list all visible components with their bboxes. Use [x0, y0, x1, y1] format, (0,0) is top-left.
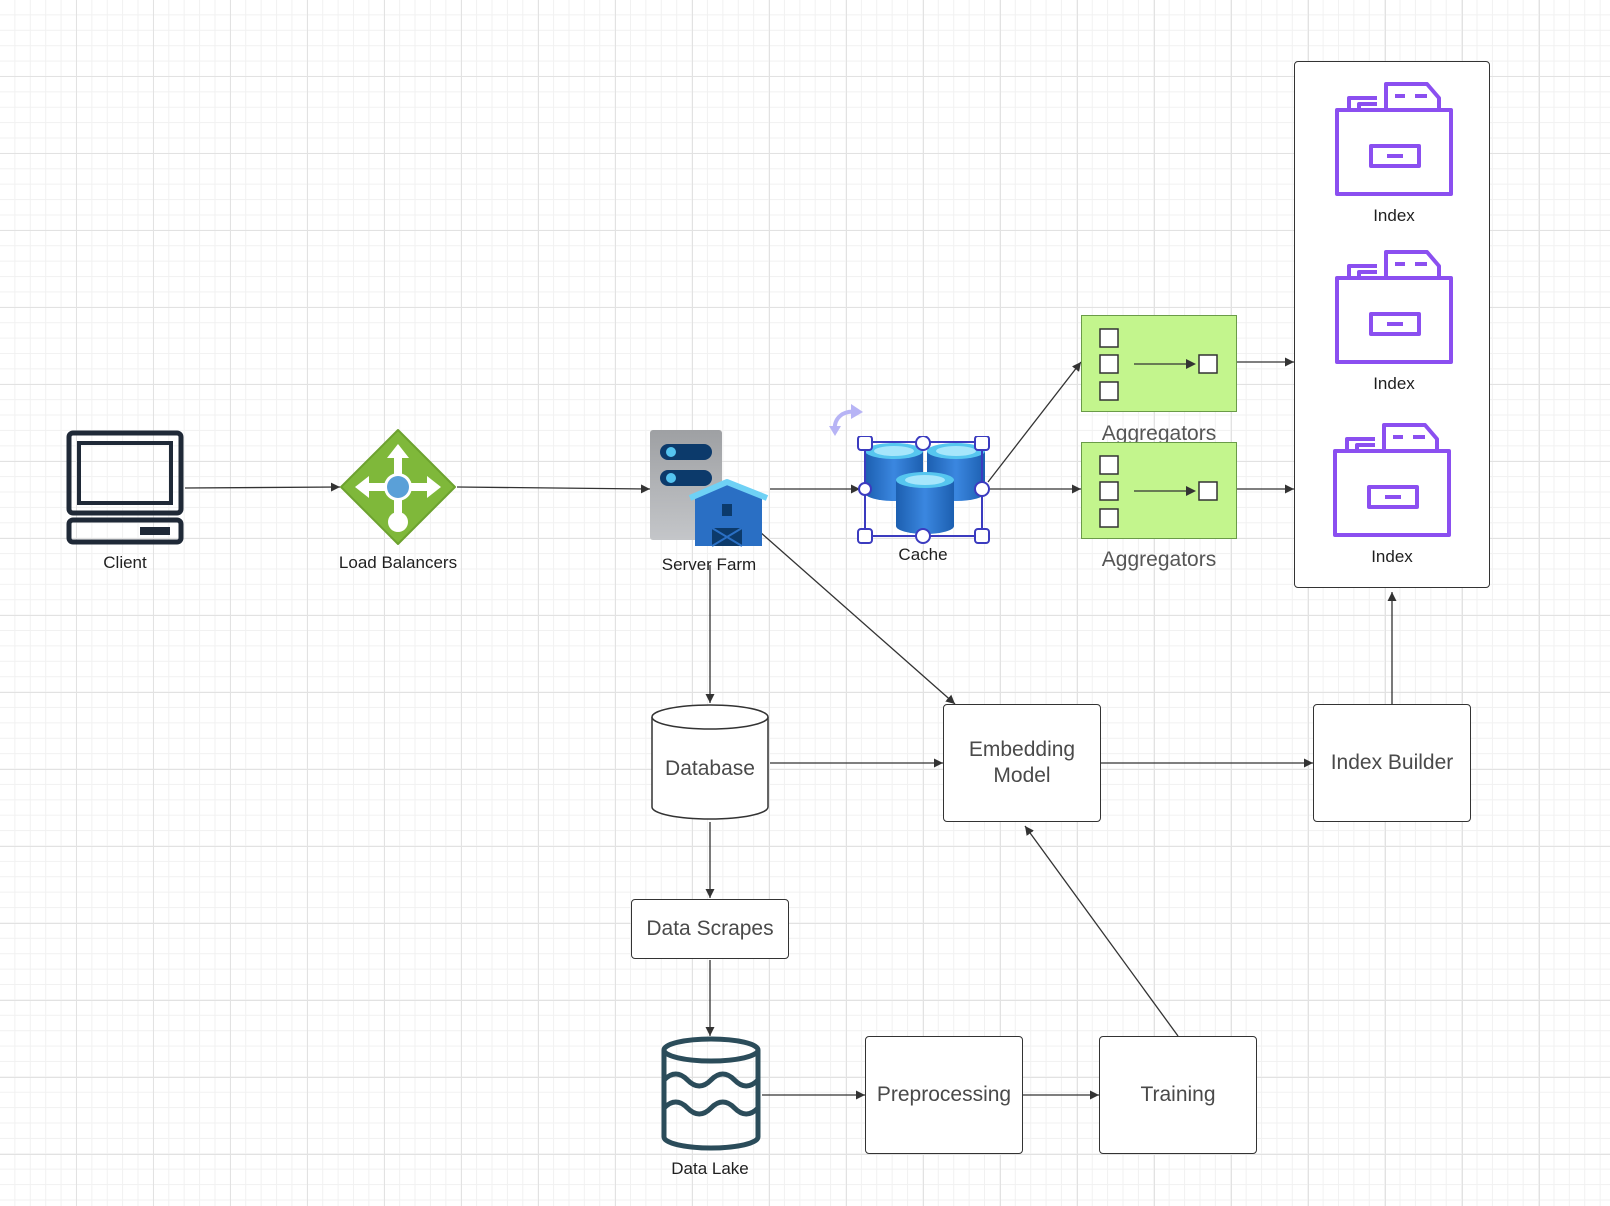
client-node[interactable] [64, 428, 186, 548]
aggregator-bottom-label: Aggregators [1101, 548, 1217, 571]
archive-icon [1335, 250, 1453, 364]
server-farm-icon [650, 430, 769, 547]
load-balancers-label: Load Balancers [338, 553, 458, 572]
cache-icon [857, 435, 990, 544]
database-label: Database [665, 757, 755, 780]
aggregator-top[interactable] [1081, 315, 1237, 412]
client-label: Client [103, 553, 147, 572]
data-lake-label: Data Lake [671, 1159, 749, 1178]
index-label-1: Index [1373, 206, 1415, 225]
edge-client-lb[interactable] [184, 482, 341, 492]
queue-icon [1099, 328, 1218, 401]
edge-lb-serverfarm[interactable] [456, 484, 651, 494]
index-builder-node[interactable]: Index Builder [1313, 704, 1471, 822]
preprocessing-node[interactable]: Preprocessing [865, 1036, 1023, 1154]
index-label-2: Index [1373, 374, 1415, 393]
archive-icon [1333, 423, 1451, 537]
database-cylinder-icon [651, 704, 769, 820]
data-lake-icon [661, 1036, 761, 1151]
edge-serverfarm-embedding[interactable] [759, 531, 956, 705]
aggregator-top-label: Aggregators [1101, 422, 1217, 445]
index-label-3: Index [1371, 547, 1413, 566]
index-node-1[interactable] [1335, 80, 1453, 198]
database-node[interactable]: Database [650, 703, 770, 823]
training-node[interactable]: Training [1099, 1036, 1257, 1154]
archive-icon [1335, 82, 1453, 196]
queue-icon [1099, 455, 1218, 528]
server-farm-node[interactable] [650, 428, 770, 550]
load-balancer-node[interactable] [339, 428, 457, 546]
load-balancer-icon [340, 429, 456, 545]
index-node-3[interactable] [1333, 421, 1451, 539]
embedding-model-node[interactable]: Embedding Model [943, 704, 1101, 822]
cache-label: Cache [898, 545, 948, 564]
rotate-handle-icon[interactable] [827, 402, 867, 438]
edge-cache-aggregator-top[interactable] [987, 361, 1082, 483]
index-node-2[interactable] [1335, 248, 1453, 366]
server-farm-label: Server Farm [661, 555, 757, 574]
monitor-icon [66, 430, 184, 545]
edge-training-embedding[interactable] [1024, 825, 1179, 1037]
data-scrapes-node[interactable]: Data Scrapes [631, 899, 789, 959]
cache-node[interactable] [857, 435, 990, 544]
data-lake-node[interactable] [659, 1036, 763, 1151]
aggregator-bottom[interactable] [1081, 442, 1237, 539]
